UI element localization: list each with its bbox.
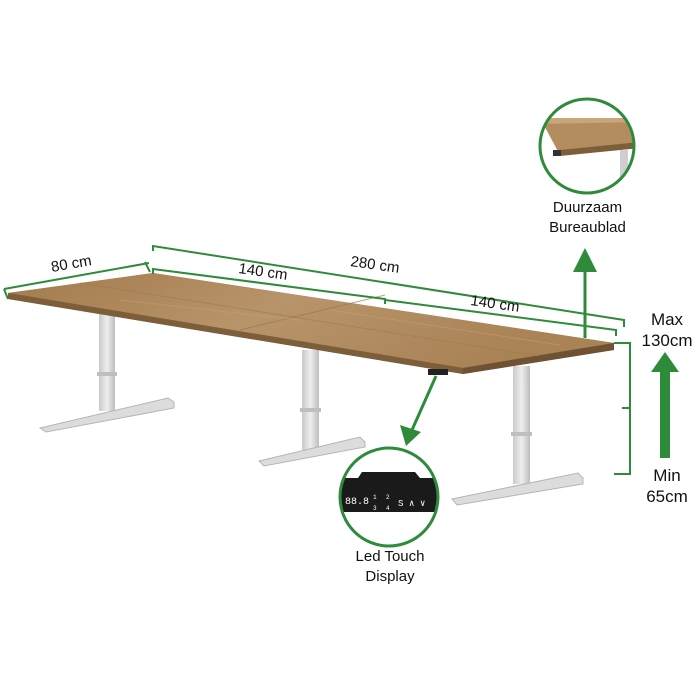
total-length-label: 280 cm [349, 253, 400, 277]
right-segment-dimension-line [384, 299, 617, 336]
min-height-title: Min [653, 466, 681, 485]
control-panel [340, 472, 438, 512]
min-height-value: 65cm [646, 487, 688, 506]
left-segment-dimension-line [152, 267, 386, 304]
height-up-arrow [651, 352, 679, 372]
display-callout [338, 446, 440, 548]
depth-label: 80 cm [50, 252, 93, 276]
tabletop-callout [538, 97, 636, 195]
right-segment-label: 140 cm [469, 292, 520, 316]
up-button: ∧ [409, 499, 414, 509]
middle-foot [258, 436, 366, 467]
memory-2-button: 2 [386, 494, 390, 501]
arrows [400, 248, 679, 458]
total-length-dimension-line [152, 244, 625, 327]
display-caption-line2: Display [365, 568, 415, 585]
max-height-label: Max 130cm [636, 309, 698, 351]
tabletop-caption-line2: Bureaublad [549, 219, 626, 236]
control-panel-mini [428, 369, 448, 375]
depth-dimension-line [3, 261, 151, 300]
display-caption: Led Touch Display [335, 547, 445, 587]
tabletop-caption-line1: Duurzaam [552, 199, 623, 216]
max-height-value: 130cm [641, 331, 693, 350]
display-callout-arrow [400, 425, 421, 446]
right-leg [513, 366, 530, 484]
dimension-lines [3, 244, 631, 475]
save-button: S [398, 499, 403, 509]
tabletop-caption: Duurzaam Bureaublad [530, 198, 645, 238]
min-height-label: Min 65cm [636, 465, 698, 507]
right-foot [451, 472, 584, 506]
memory-3-button: 3 [373, 505, 377, 512]
height-bracket [614, 342, 631, 475]
down-button: ∨ [420, 499, 425, 509]
tabletop [8, 273, 614, 374]
desk-frame [38, 313, 584, 506]
left-foot [38, 397, 175, 433]
display-caption-line1: Led Touch [355, 548, 425, 565]
memory-1-button: 1 [373, 494, 377, 501]
left-segment-label: 140 cm [237, 260, 288, 284]
control-panel-labels: 88.8 1 2 3 4 S ∧ ∨ [345, 494, 425, 512]
panel-readout: 88.8 [345, 497, 369, 508]
max-height-title: Max [650, 310, 684, 329]
middle-leg [302, 350, 319, 450]
left-leg [99, 313, 115, 411]
memory-4-button: 4 [386, 505, 390, 512]
tabletop-callout-arrow [573, 248, 597, 272]
